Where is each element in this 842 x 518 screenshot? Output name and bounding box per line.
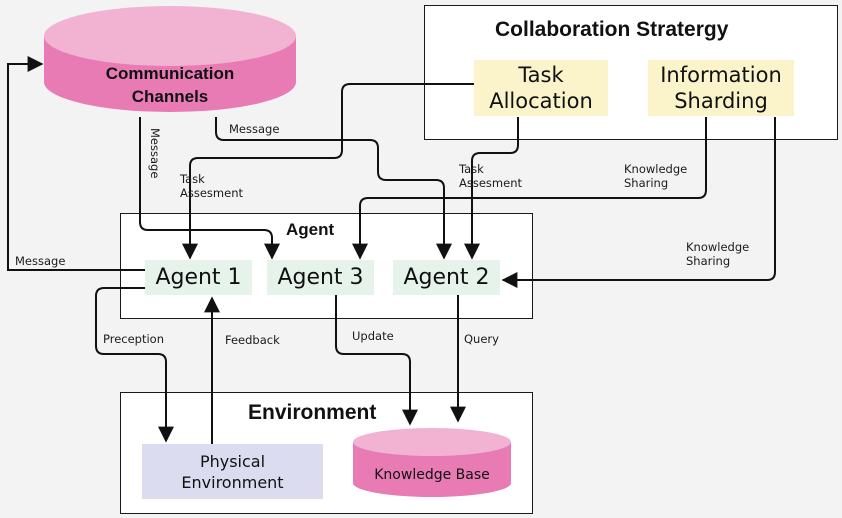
- label-knowledge-sharing-right: Knowledge Sharing: [686, 240, 750, 268]
- label-query: Query: [464, 332, 499, 346]
- label-preception: Preception: [103, 332, 165, 346]
- label-task-assesment-right: Task Assesment: [459, 162, 522, 190]
- edge-message-vertical: [139, 117, 280, 260]
- task-allocation-box: Task Allocation: [474, 60, 608, 116]
- physical-environment-box: Physical Environment: [142, 444, 323, 499]
- label-knowledge-sharing-top: Knowledge Sharing: [624, 162, 688, 190]
- edge-message-top: [215, 117, 452, 260]
- agent-title: Agent: [286, 220, 335, 239]
- information-sharding-box: Information Sharding: [648, 60, 794, 116]
- label-update: Update: [352, 329, 394, 343]
- communication-channels-cylinder: [44, 6, 296, 112]
- edge-knowledge-sharing-top: [352, 117, 707, 260]
- agent-2-box: Agent 2: [393, 260, 500, 295]
- edge-preception: [95, 287, 174, 443]
- agent-3-box: Agent 3: [267, 260, 374, 295]
- edge-update: [335, 295, 418, 426]
- knowledge-base-cylinder: [353, 428, 511, 497]
- label-message-vertical: Message: [148, 128, 162, 179]
- edge-message-left: [7, 56, 145, 271]
- edge-task-assesment-left: [182, 83, 474, 260]
- agent-1-box: Agent 1: [145, 260, 252, 295]
- label-message-top: Message: [229, 122, 280, 136]
- collaboration-strategy-title: Collaboration Stratergy: [495, 18, 729, 41]
- environment-title: Environment: [248, 401, 377, 424]
- label-task-assesment-left: Task Assesment: [180, 172, 243, 200]
- communication-channels-label: Communication Channels: [105, 64, 235, 106]
- edge-knowledge-sharing-right: [501, 117, 776, 288]
- label-feedback: Feedback: [225, 333, 280, 347]
- label-message-left: Message: [15, 254, 66, 268]
- edge-task-assesment-right: [464, 117, 519, 260]
- knowledge-base-label: Knowledge Base: [374, 467, 490, 483]
